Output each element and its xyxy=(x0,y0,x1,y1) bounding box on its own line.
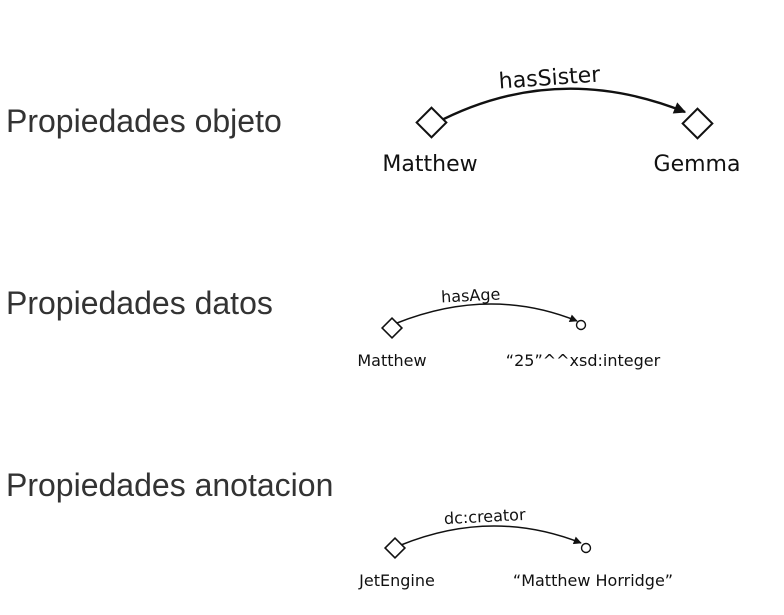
matthew-individual-diamond xyxy=(380,316,404,340)
annotation-properties-heading: Propiedades anotacion xyxy=(6,467,334,503)
annotation-property-diagram: dc:creator JetEngine “Matthew Horridge” xyxy=(358,505,673,590)
object-subject-label: Matthew xyxy=(382,152,477,177)
has-sister-edge xyxy=(433,87,687,126)
annotation-value-label: “Matthew Horridge” xyxy=(513,571,673,590)
data-properties-heading: Propiedades datos xyxy=(6,285,273,321)
object-object-label: Gemma xyxy=(654,152,741,177)
dc-creator-edge xyxy=(400,525,582,546)
dc-creator-label: dc:creator xyxy=(443,505,526,528)
gemma-individual-diamond xyxy=(681,107,714,140)
has-age-edge xyxy=(396,303,578,324)
jetengine-individual-diamond xyxy=(383,536,407,560)
data-subject-label: Matthew xyxy=(357,351,426,370)
data-value-label: “25”^^xsd:integer xyxy=(506,351,661,370)
creator-literal-circle xyxy=(580,542,592,554)
annotation-subject-label: JetEngine xyxy=(358,571,435,590)
data-property-diagram: hasAge Matthew “25”^^xsd:integer xyxy=(357,284,660,370)
age-literal-circle xyxy=(575,319,587,331)
object-property-diagram: hasSister Matthew Gemma xyxy=(382,62,740,177)
has-age-label: hasAge xyxy=(441,284,501,306)
object-properties-heading: Propiedades objeto xyxy=(6,103,282,139)
matthew-individual-diamond xyxy=(415,106,448,139)
